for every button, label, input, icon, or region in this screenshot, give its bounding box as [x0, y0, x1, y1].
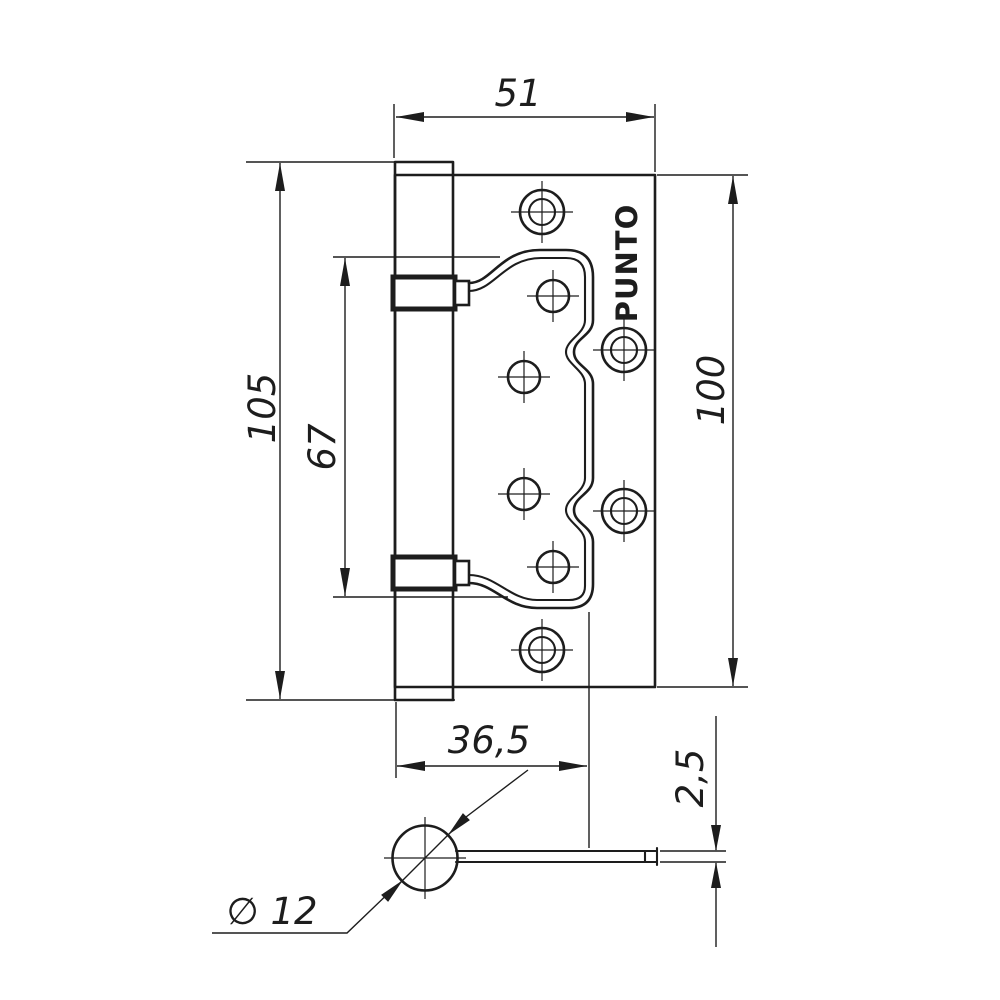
dim-label-thickness: 2,5 — [669, 749, 712, 808]
bottom-view: ∅ 12 2,5 — [212, 716, 726, 947]
leaf-hole-1 — [527, 270, 579, 322]
leaf-contour-outer — [467, 248, 595, 610]
knuckle-barrel — [393, 160, 455, 702]
plate-hole-bottom — [511, 619, 573, 681]
dim-label-67: 67 — [301, 423, 344, 471]
dimension-height-overall: 105 — [241, 161, 455, 701]
dim-label-51: 51 — [494, 72, 541, 115]
bushing-band-bottom — [390, 554, 458, 592]
dimension-height-plate: 100 — [657, 174, 748, 688]
leaf-section — [454, 846, 659, 867]
plate-hole-right-lower — [593, 480, 655, 542]
leaf-contour-inner — [467, 256, 587, 602]
front-view: PUNTO — [390, 160, 657, 702]
dim-label-105: 105 — [241, 373, 284, 444]
leaf-hole-3 — [498, 468, 550, 520]
dimension-diameter: ∅ 12 — [212, 769, 529, 934]
leaf-hole-2 — [498, 351, 550, 403]
leaf-hole-4 — [527, 541, 579, 593]
leaf-tab-bottom — [453, 559, 471, 587]
brand-label: PUNTO — [610, 204, 644, 323]
bushing-band-top — [390, 274, 458, 312]
dim-label-36-5: 36,5 — [448, 719, 530, 762]
plate-hole-right-upper — [593, 319, 655, 381]
dimension-width-overall: 51 — [393, 72, 656, 172]
leaf-tab-top — [453, 279, 471, 307]
plate-hole-top — [511, 181, 573, 243]
dimension-height-leaf: 67 — [301, 256, 508, 598]
dim-label-100: 100 — [690, 355, 733, 426]
dim-label-diameter: ∅ 12 — [226, 890, 317, 933]
dimension-width-leaf: 36,5 — [395, 612, 590, 848]
dimension-thickness: 2,5 — [660, 716, 726, 947]
